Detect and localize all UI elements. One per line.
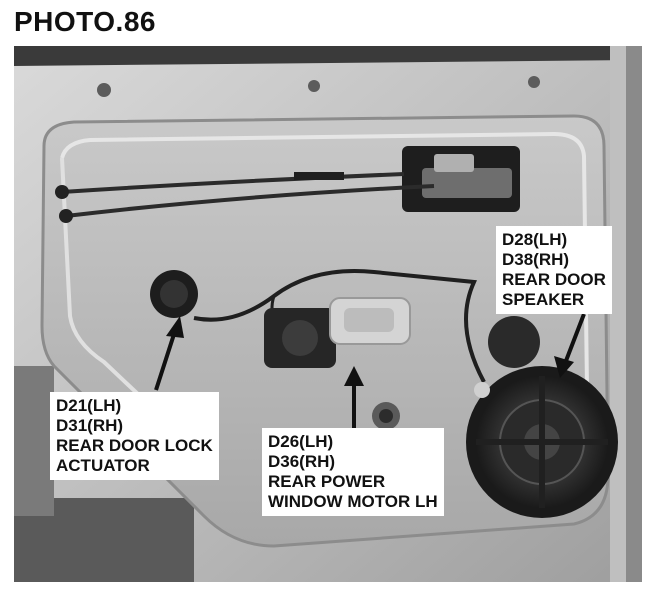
callout-line: D38(RH)	[502, 250, 570, 269]
callout-rear-door-lock-actuator: D21(LH) D31(RH) REAR DOOR LOCK ACTUATOR	[50, 392, 219, 480]
callout-rear-power-window-motor: D26(LH) D36(RH) REAR POWER WINDOW MOTOR …	[262, 428, 444, 516]
callout-line: ACTUATOR	[56, 456, 150, 475]
callout-line: REAR DOOR LOCK	[56, 436, 213, 455]
arrow-icon	[554, 313, 586, 378]
callout-line: WINDOW MOTOR LH	[268, 492, 438, 511]
arrow-icon	[154, 316, 184, 391]
callout-line: D36(RH)	[268, 452, 336, 471]
door-panel-illustration	[14, 46, 642, 582]
callout-line: D26(LH)	[268, 432, 334, 451]
speaker-shape	[466, 366, 618, 518]
callout-line: D28(LH)	[502, 230, 568, 249]
arrow-icon	[344, 366, 364, 430]
callout-line: D21(LH)	[56, 396, 122, 415]
callout-line: SPEAKER	[502, 290, 585, 309]
window-motor-shape	[264, 297, 411, 368]
photo-title: PHOTO.86	[14, 6, 156, 37]
callout-line: D31(RH)	[56, 416, 124, 435]
callout-line: REAR POWER	[268, 472, 386, 491]
callout-line: REAR DOOR	[502, 270, 606, 289]
door-panel-photo	[14, 46, 642, 582]
callout-rear-door-speaker: D28(LH) D38(RH) REAR DOOR SPEAKER	[496, 226, 612, 314]
